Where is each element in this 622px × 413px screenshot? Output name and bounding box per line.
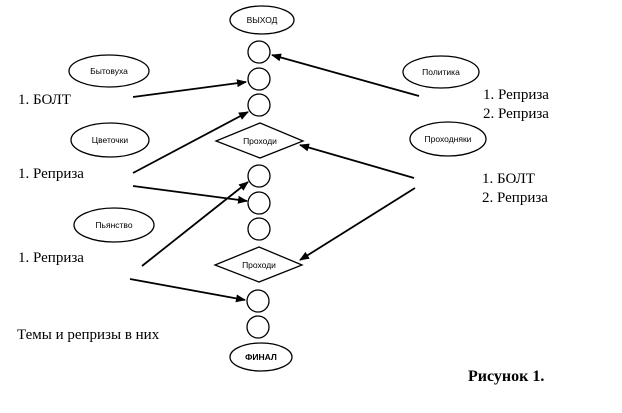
arrow-prokhodnyaki-down [299, 187, 416, 261]
arrow-tsvetochki-up [132, 111, 249, 174]
exit-node-label: ВЫХОД [247, 15, 278, 25]
slot-circle-5 [247, 191, 271, 215]
theme-bytovukha-title: Бытовуха [90, 66, 128, 76]
slot-circle-2 [247, 67, 271, 91]
themes-caption: Темы и репризы в них [17, 327, 160, 343]
theme-prokhodnyaki-item-1: 1. БОЛТ [482, 171, 535, 187]
passage-diamond-1 [214, 122, 305, 159]
arrow-prokhodnyaki-up [299, 143, 415, 179]
theme-prokhodnyaki-item-2: 2. Реприза [482, 190, 548, 206]
theme-politika-title: Политика [422, 67, 460, 77]
theme-tsvetochki-ellipse [70, 122, 150, 158]
arrow-tsvetochki-down [132, 185, 248, 204]
theme-pyanstvo-title: Пьянство [95, 220, 132, 230]
theme-politika-item-1: 1. Реприза [483, 87, 549, 103]
theme-prokhodnyaki-ellipse [409, 121, 487, 157]
theme-tsvetochki-item-1: 1. Реприза [18, 166, 84, 182]
slot-circle-3 [247, 93, 271, 117]
arrow-politika [271, 53, 420, 97]
passage-diamond-2-label: Проходи [242, 260, 276, 270]
theme-bytovukha-ellipse [68, 54, 150, 88]
final-node-label: ФИНАЛ [245, 352, 277, 362]
exit-node [229, 5, 295, 35]
arrow-bytovukha-bolt [132, 79, 247, 98]
theme-politika-ellipse [402, 55, 480, 89]
theme-bytovukha-item-1: 1. БОЛТ [18, 92, 71, 108]
passage-diamond-1-label: Проходи [243, 136, 277, 146]
slot-circle-8 [246, 315, 270, 339]
slot-circle-1 [247, 40, 271, 64]
theme-prokhodnyaki-title: Проходняки [425, 134, 472, 144]
theme-pyanstvo-ellipse [73, 207, 155, 243]
arrow-pyanstvo-up [141, 181, 249, 267]
theme-pyanstvo-item-1: 1. Реприза [18, 250, 84, 266]
theme-tsvetochki-title: Цветочки [92, 135, 129, 145]
slot-circle-4 [247, 164, 271, 188]
passage-diamond-2 [213, 246, 304, 283]
figure-label: Рисунок 1. [468, 368, 544, 385]
slot-circle-7 [246, 289, 270, 313]
arrow-pyanstvo-down [129, 278, 246, 303]
slot-circle-6 [247, 217, 271, 241]
final-node [229, 342, 293, 372]
theme-politika-item-2: 2. Реприза [483, 106, 549, 122]
